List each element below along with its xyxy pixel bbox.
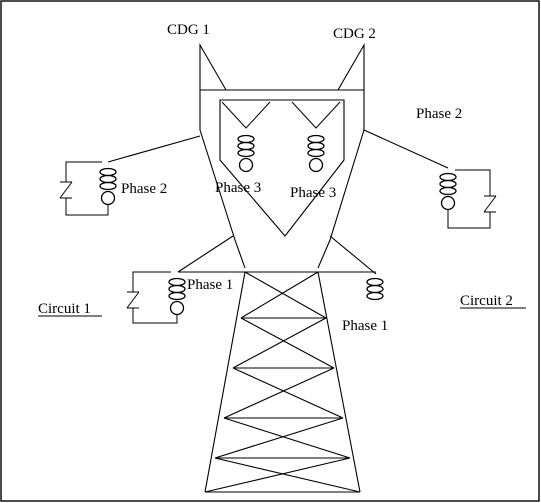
insulator-phase2-left xyxy=(99,167,117,206)
tower-head-top xyxy=(200,89,365,130)
label-phase1-right: Phase 1 xyxy=(342,318,388,334)
arrester-phase2-right xyxy=(447,169,497,229)
label-cdg1: CDG 1 xyxy=(167,22,210,38)
phase3-left-vstring xyxy=(221,101,271,129)
insulator-phase1-left xyxy=(168,277,186,316)
tower-waist-left xyxy=(199,129,246,269)
arrester-phase1-left xyxy=(126,271,178,324)
label-circuit2: Circuit 2 xyxy=(460,293,513,309)
upper-right-arm xyxy=(363,129,449,169)
tower-lattice xyxy=(204,271,361,493)
cdg2-peak xyxy=(337,42,365,91)
phase3-right-vstring xyxy=(291,101,341,129)
insulator-phase2-right xyxy=(439,172,457,211)
insulator-phase3-right xyxy=(307,134,325,173)
label-cdg2: CDG 2 xyxy=(333,26,376,42)
lower-left-arm xyxy=(177,235,234,273)
label-phase3-left: Phase 3 xyxy=(215,180,261,196)
cdg1-peak xyxy=(199,42,227,91)
tower-window xyxy=(219,99,345,237)
label-phase3-right: Phase 3 xyxy=(290,185,336,201)
lower-right-arm xyxy=(329,235,377,275)
insulator-phase1-right xyxy=(366,277,384,301)
label-phase1-left: Phase 1 xyxy=(187,277,233,293)
insulator-phase3-left xyxy=(237,134,255,173)
tower-waist-right xyxy=(317,129,365,269)
label-phase2-right: Phase 2 xyxy=(416,106,462,122)
arrester-phase2-left xyxy=(59,161,109,216)
label-phase2-left: Phase 2 xyxy=(121,181,167,197)
label-circuit1: Circuit 1 xyxy=(38,301,91,317)
upper-left-arm xyxy=(107,135,201,163)
